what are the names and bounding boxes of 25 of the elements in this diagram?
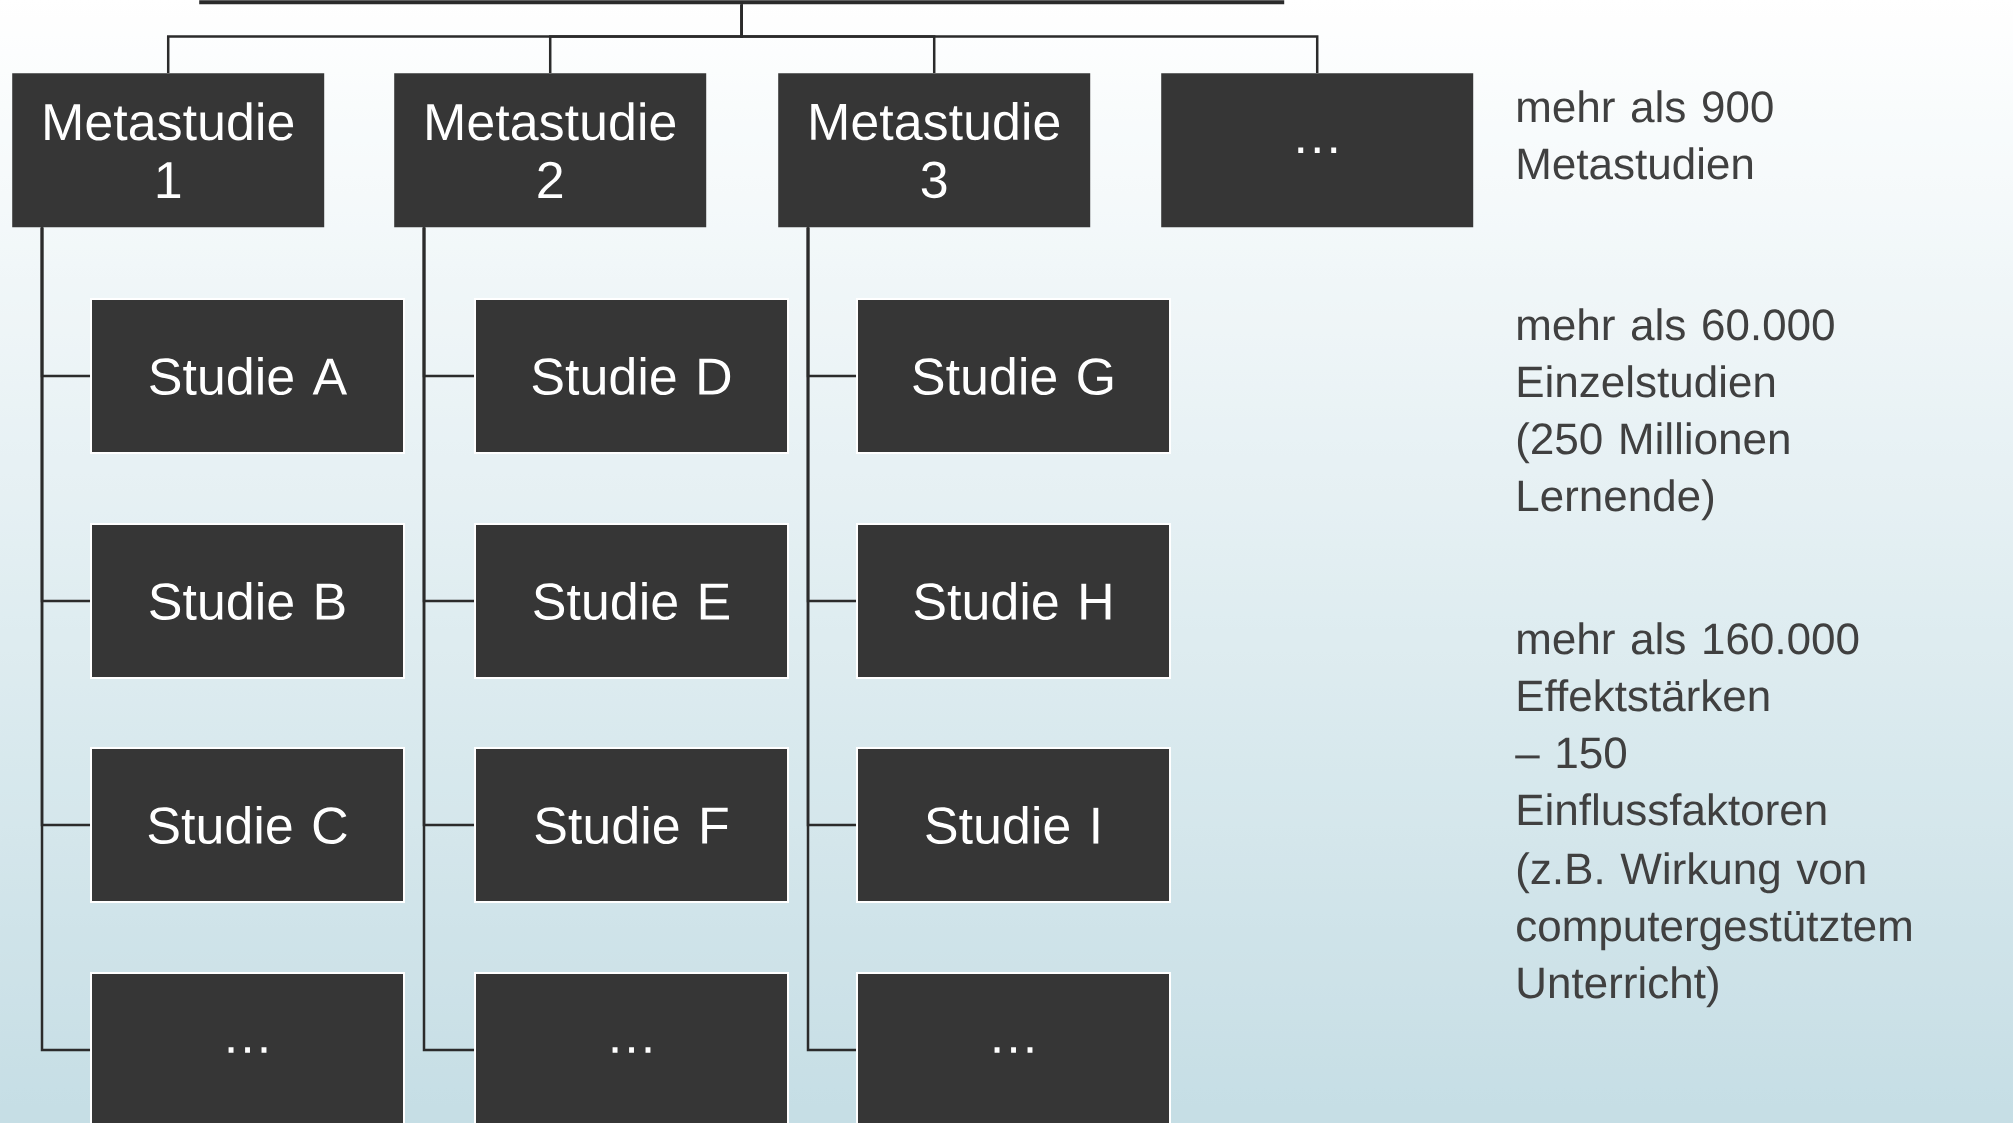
connector-line (806, 227, 856, 1052)
study-box: Studie H (856, 523, 1171, 679)
study-box: Studie E (474, 523, 789, 679)
bar-shape (199, 0, 1285, 5)
meta-study-box: Metastudie 2 (394, 73, 707, 228)
note-text: mehr als 160.000 Effektstärken – 150 Einflussfaktoren (1515, 622, 1859, 826)
study-box: … (474, 972, 789, 1123)
meta-study-box: Metastudie 1 (12, 73, 325, 228)
note-text: mehr als 60.000 Einzelstudien (250 Millionen Lernende) (1517, 308, 1834, 521)
study-box: Studie I (856, 747, 1171, 903)
study-box: Studie D (474, 298, 789, 454)
connector-line (740, 4, 1319, 73)
study-box: Studie B (90, 523, 405, 679)
note-text: (z.B. Wirkung von computergestütztem Unterricht) (1517, 852, 1911, 1008)
meta-study-box: … (1161, 73, 1474, 228)
study-box: Studie C (90, 747, 405, 903)
connector-line (40, 227, 90, 1052)
study-box: … (856, 972, 1171, 1123)
study-box: … (90, 972, 405, 1123)
study-box: Studie A (90, 298, 405, 454)
connector-line (422, 227, 474, 1052)
meta-study-box: Metastudie 3 (778, 73, 1091, 228)
note-text: mehr als 900 Metastudien (1518, 90, 1773, 180)
study-box: Studie F (474, 747, 789, 903)
study-box: Studie G (856, 298, 1171, 454)
